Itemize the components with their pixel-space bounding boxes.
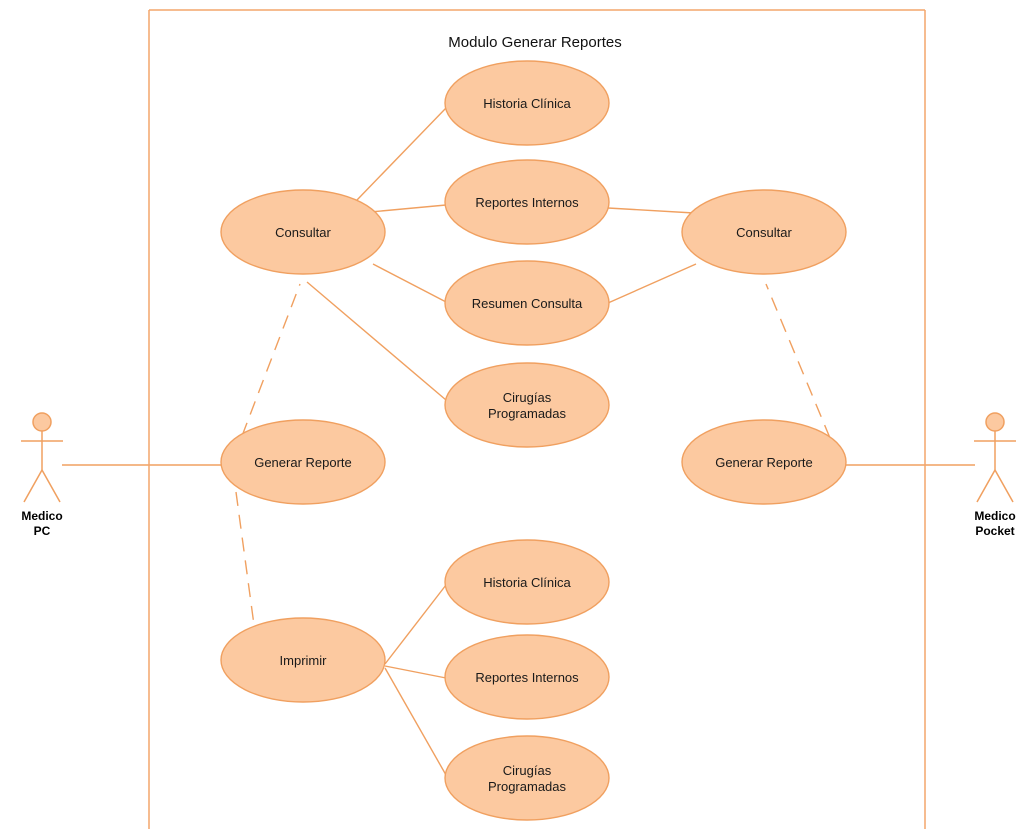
association-imprimir-hc_bot <box>384 584 447 665</box>
actor-label: PC <box>34 524 51 538</box>
use-case-ri-top[interactable]: Reportes Internos <box>444 159 610 245</box>
dashed-association-generar_l-imprimir <box>235 491 255 626</box>
use-case-imprimir[interactable]: Imprimir <box>220 617 386 703</box>
use-case-label: Programadas <box>488 779 567 794</box>
use-case-label: Cirugías <box>503 763 552 778</box>
use-case-consultar-l[interactable]: Consultar <box>220 189 386 275</box>
use-case-ellipse <box>220 617 386 703</box>
stick-figure-icon <box>21 412 63 503</box>
dashed-association-generar_r-consultar_r <box>765 283 831 439</box>
use-case-label: Reportes Internos <box>475 670 579 685</box>
use-case-hc-bot[interactable]: Historia Clínica <box>444 539 610 625</box>
use-case-ellipse <box>444 362 610 448</box>
use-case-label: Imprimir <box>280 653 328 668</box>
use-case-consultar-r[interactable]: Consultar <box>681 189 847 275</box>
use-case-ellipse <box>444 735 610 821</box>
use-case-ellipse <box>681 419 847 505</box>
dashed-association-generar_l-consultar_l <box>241 283 301 437</box>
use-case-ellipse <box>681 189 847 275</box>
actor-label: Medico <box>974 509 1015 523</box>
use-case-ellipse <box>444 539 610 625</box>
use-case-label: Cirugías <box>503 390 552 405</box>
use-case-generar-l[interactable]: Generar Reporte <box>220 419 386 505</box>
use-case-ellipse <box>444 260 610 346</box>
use-case-label: Generar Reporte <box>715 455 813 470</box>
use-case-ellipse <box>444 634 610 720</box>
association-consultar_l-ri_top <box>369 204 447 213</box>
association-imprimir-cp_bot <box>384 667 447 776</box>
use-case-ellipse <box>444 60 610 146</box>
actor-label: Pocket <box>975 524 1014 538</box>
use-case-label: Consultar <box>275 225 331 240</box>
actor-label: Medico <box>21 509 62 523</box>
use-case-label: Reportes Internos <box>475 195 579 210</box>
association-imprimir-ri_bot <box>384 665 447 679</box>
use-case-label: Consultar <box>736 225 792 240</box>
stick-figure-icon <box>974 412 1016 503</box>
association-consultar_l-cp_top <box>306 281 447 401</box>
use-case-label: Generar Reporte <box>254 455 352 470</box>
use-case-label: Historia Clínica <box>483 96 571 111</box>
use-case-rc[interactable]: Resumen Consulta <box>444 260 610 346</box>
use-case-label: Resumen Consulta <box>472 296 583 311</box>
use-case-ellipse <box>220 189 386 275</box>
use-case-generar-r[interactable]: Generar Reporte <box>681 419 847 505</box>
use-case-label: Programadas <box>488 406 567 421</box>
use-case-label: Historia Clínica <box>483 575 571 590</box>
use-case-ellipse <box>444 159 610 245</box>
association-consultar_l-hc_top <box>356 107 447 201</box>
association-consultar_l-rc <box>372 263 449 304</box>
use-case-ri-bot[interactable]: Reportes Internos <box>444 634 610 720</box>
diagram-title: Modulo Generar Reportes <box>448 34 621 51</box>
association-consultar_r-rc <box>607 263 697 304</box>
association-consultar_r-ri_top <box>607 207 695 214</box>
use-case-ellipse <box>220 419 386 505</box>
use-case-hc-top[interactable]: Historia Clínica <box>444 60 610 146</box>
